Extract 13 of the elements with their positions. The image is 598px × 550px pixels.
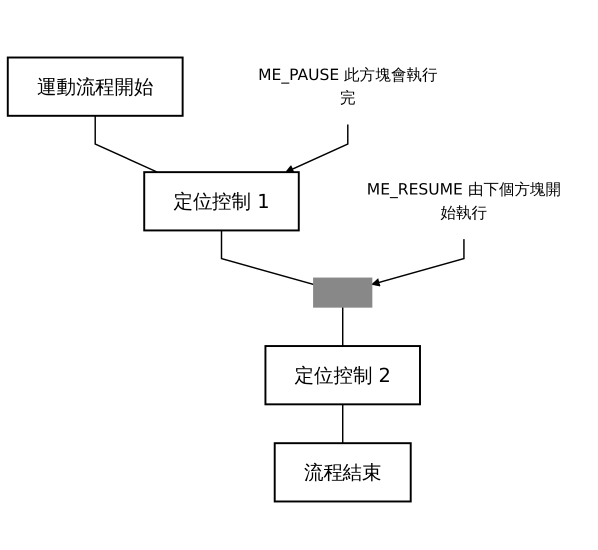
connector — [342, 404, 344, 444]
connector — [94, 116, 158, 173]
connector — [220, 230, 314, 286]
node-text: ME_RESUME 由下個方塊開始執行 — [366, 180, 562, 222]
node-box: 流程結束 — [274, 442, 412, 502]
arrow — [371, 239, 465, 286]
node-bar — [313, 277, 372, 308]
arrow — [285, 124, 349, 173]
node-box: 定位控制 2 — [264, 344, 421, 406]
connector — [342, 307, 344, 346]
node-box: 運動流程開始 — [6, 56, 184, 117]
node-box: 定位控制 1 — [143, 171, 300, 232]
node-text: ME_PAUSE 此方塊會執行完 — [258, 65, 438, 107]
